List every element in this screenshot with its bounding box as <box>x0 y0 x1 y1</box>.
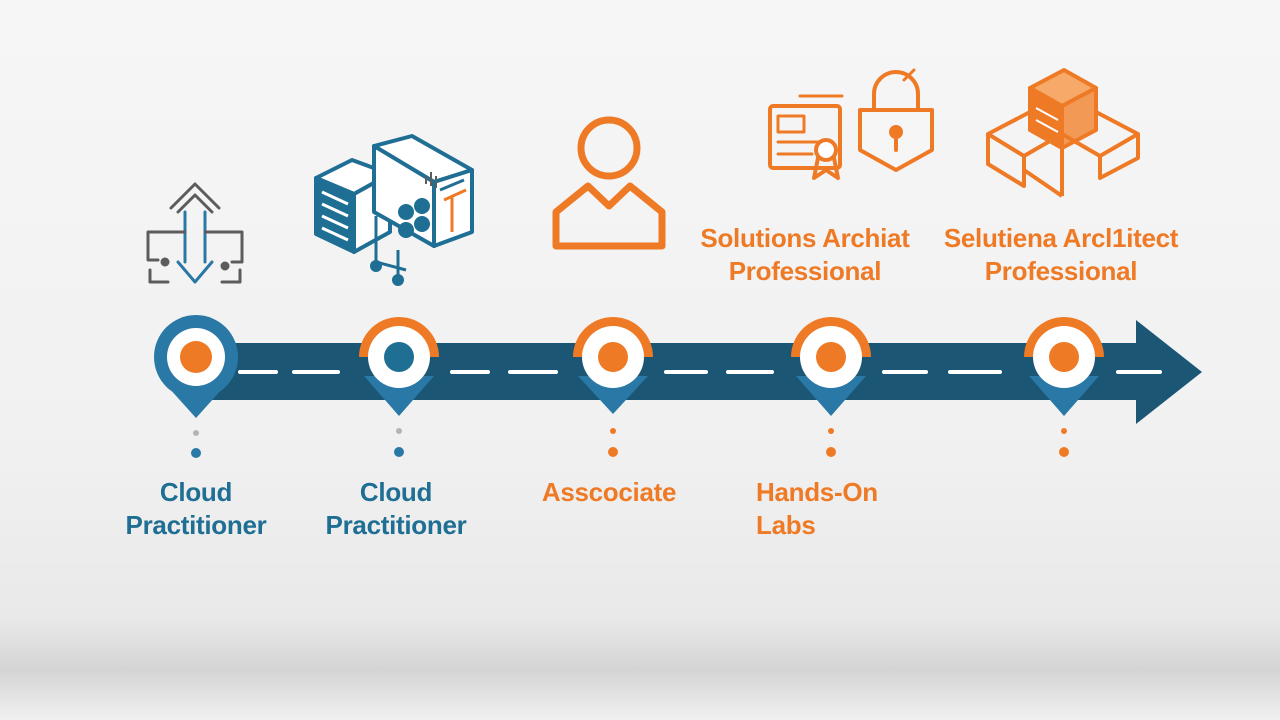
timeline-arrow <box>200 320 1202 424</box>
cube-network-icon <box>986 68 1140 198</box>
milestone-label-4-line-1: Hands-On <box>756 477 878 507</box>
milestone-label-3-line-1: Asscociate <box>541 477 677 507</box>
milestone-label-3: Asscociate <box>509 476 709 509</box>
lock-certificate-icon <box>768 68 934 180</box>
timeline-arrowhead <box>1136 320 1202 424</box>
milestone-pin-1 <box>154 315 238 458</box>
top-label-1: Solutions Archiat Professional <box>690 222 920 288</box>
milestone-pin-4 <box>791 317 871 457</box>
milestone-label-4: Hands-On Labs <box>756 476 956 542</box>
top-label-2-line-1: Selutiena Arcl1itect <box>943 223 1179 253</box>
milestone-pin-3 <box>573 317 653 457</box>
milestone-label-2-line-2: Practitioner <box>325 510 467 540</box>
top-label-1-line-1: Solutions Archiat <box>700 223 910 253</box>
server-stack-icon <box>314 134 474 286</box>
arrows-path-icon <box>146 182 244 284</box>
top-label-1-line-2: Professional <box>728 256 882 286</box>
milestone-label-4-line-2: Labs <box>756 510 816 540</box>
milestone-label-2-line-1: Cloud <box>359 477 433 507</box>
top-label-2-line-2: Professional <box>984 256 1138 286</box>
milestone-label-1-line-2: Practitioner <box>125 510 267 540</box>
top-label-2: Selutiena Arcl1itect Professional <box>928 222 1194 288</box>
milestone-label-1: Cloud Practitioner <box>96 476 296 542</box>
milestone-pin-5 <box>1024 317 1104 457</box>
user-icon <box>552 116 666 250</box>
milestone-label-1-line-1: Cloud <box>159 477 233 507</box>
milestone-pin-2 <box>359 317 439 457</box>
milestone-label-2: Cloud Practitioner <box>296 476 496 542</box>
